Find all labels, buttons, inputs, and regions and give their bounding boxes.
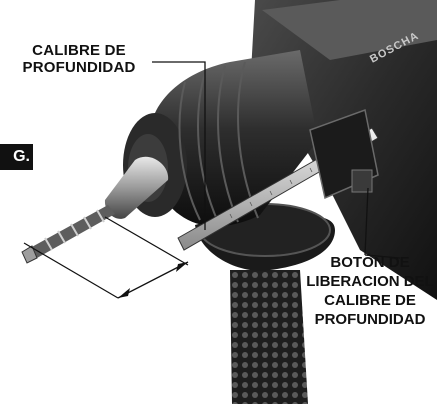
figure-tag: G. 5 bbox=[0, 144, 33, 191]
dimension-arrow-line bbox=[117, 261, 189, 299]
handle-grip bbox=[230, 270, 308, 404]
release-button-leader bbox=[364, 187, 369, 256]
dimension-ext-rod bbox=[104, 216, 189, 266]
dimension-ext-bit bbox=[23, 242, 119, 299]
drill-bit-tip bbox=[21, 245, 38, 264]
dimension-arrowhead-start bbox=[118, 288, 130, 298]
dimension-arrowhead-end bbox=[176, 262, 188, 272]
release-button-leader-tail bbox=[364, 254, 401, 259]
chuck-nose bbox=[104, 156, 169, 219]
drill-bit bbox=[30, 205, 115, 258]
housing-top-highlight bbox=[262, 0, 437, 60]
release-button-shape bbox=[351, 169, 373, 193]
depth-gauge-label: CALIBRE DE PROFUNDIDAD bbox=[22, 42, 136, 76]
release-button-label: BOTÓN DE LIBERACION DEL CALIBRE DE PROFU… bbox=[306, 254, 434, 328]
depth-gauge-leader bbox=[152, 61, 206, 230]
